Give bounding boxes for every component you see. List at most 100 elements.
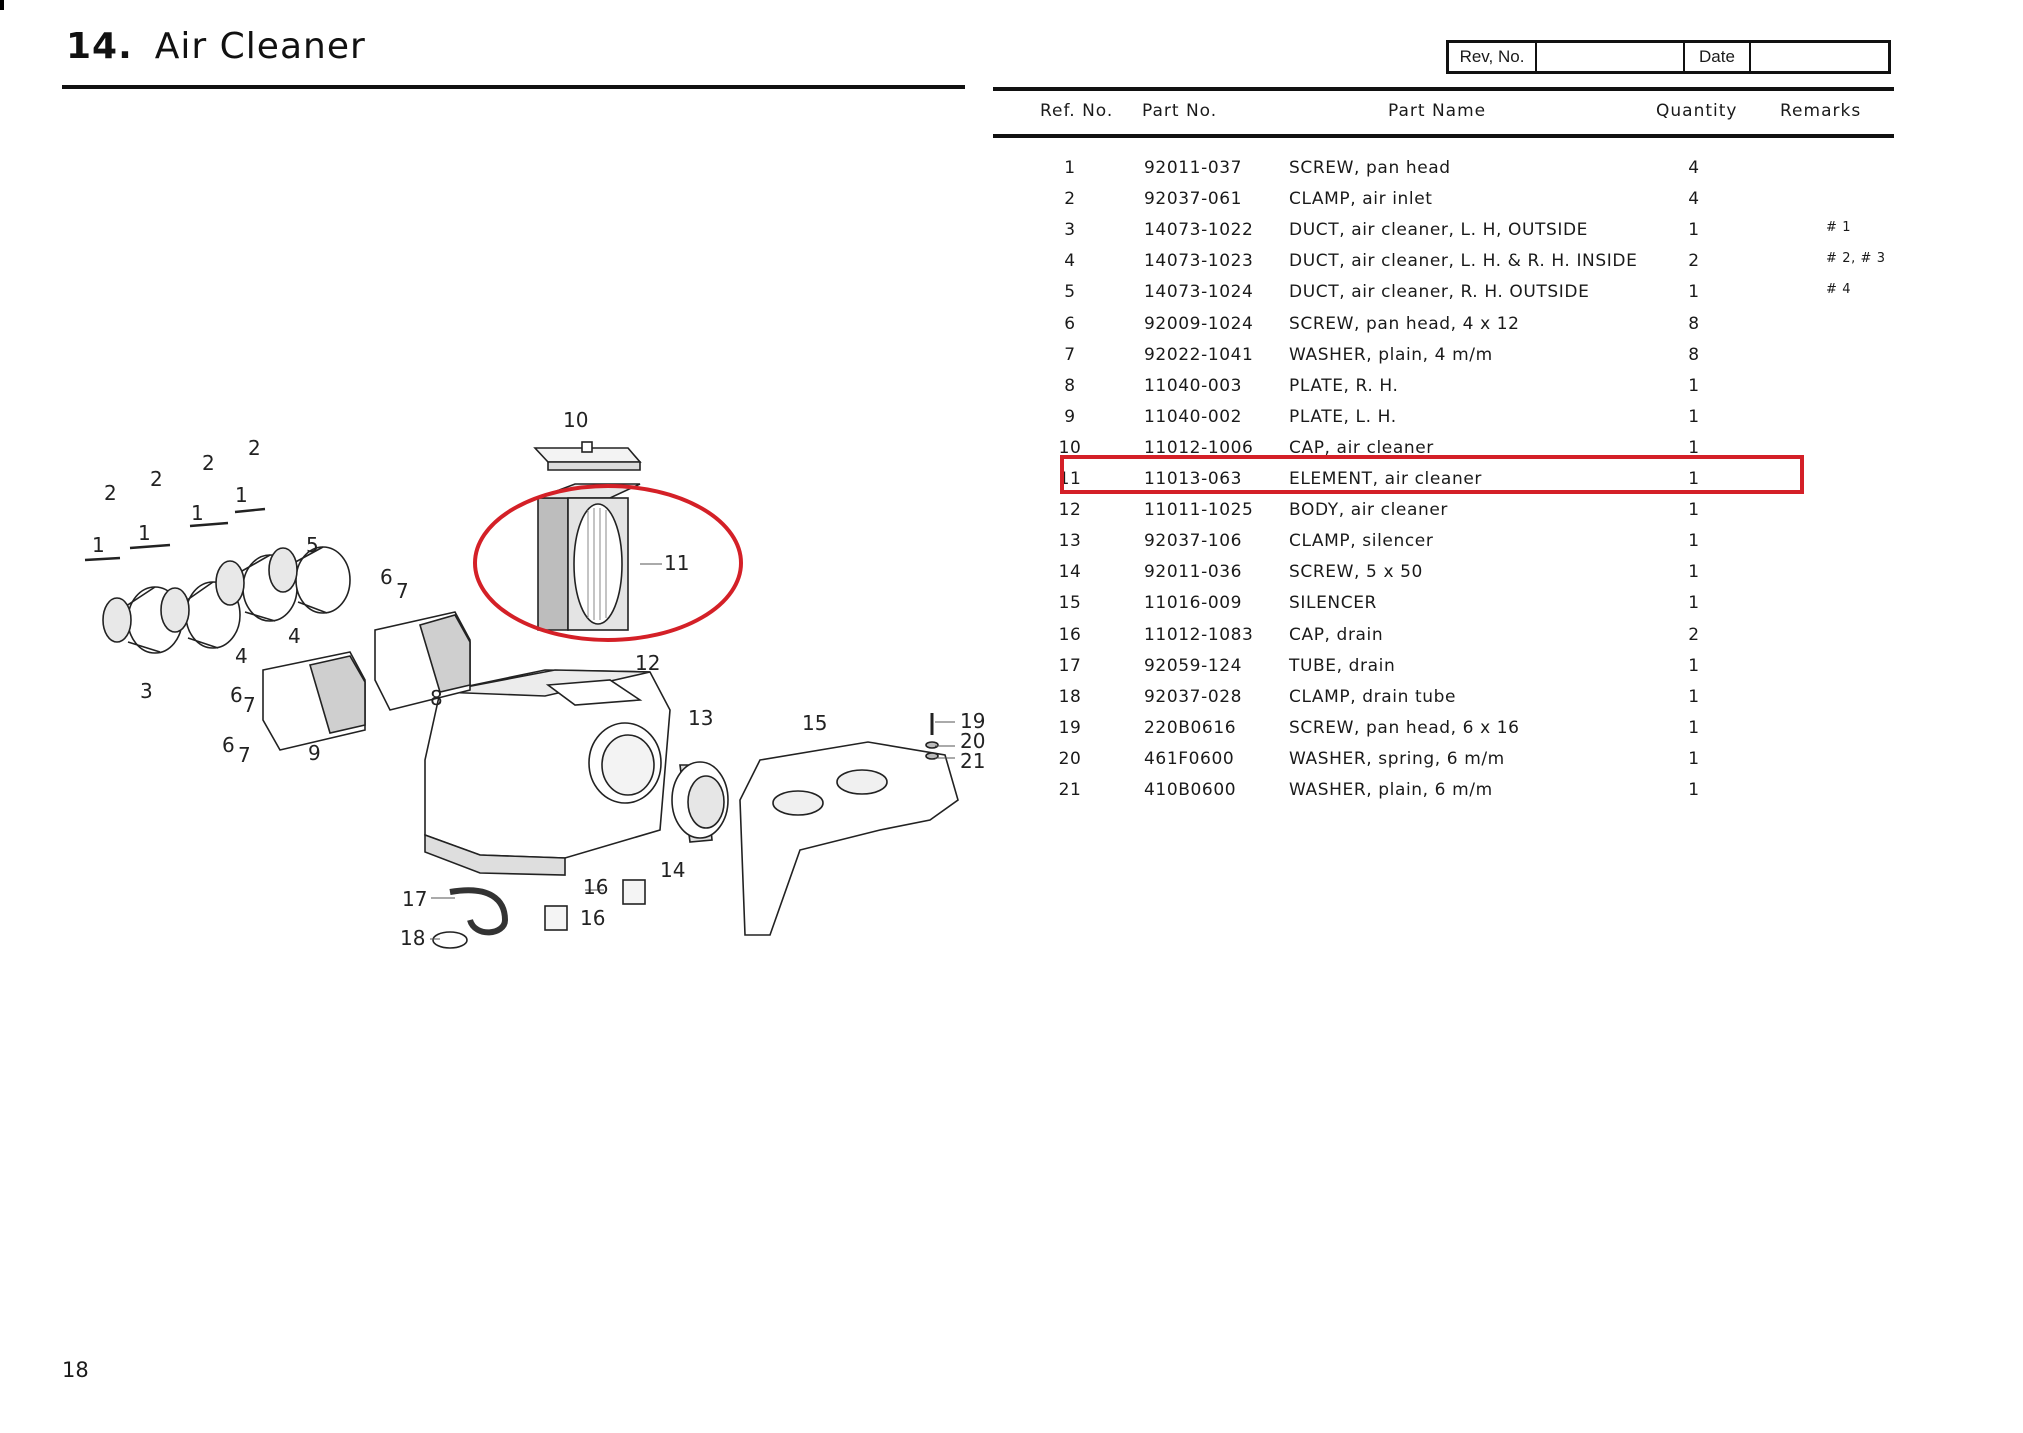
cell-ref-no: 20 — [1058, 749, 1082, 769]
header-ref-no: Ref. No. — [1040, 101, 1114, 121]
page-number: 18 — [62, 1358, 89, 1382]
cell-ref-no: 5 — [1064, 282, 1076, 302]
header-remarks: Remarks — [1780, 101, 1862, 121]
cell-part-no: 11012-1006 — [1144, 438, 1254, 458]
cell-quantity: 1 — [1688, 687, 1700, 707]
callout-label: 3 — [140, 679, 153, 703]
cell-part-name: BODY, air cleaner — [1289, 500, 1448, 520]
cell-part-no: 11040-002 — [1144, 407, 1243, 427]
callout-label: 1 — [191, 501, 204, 525]
cell-part-no: 14073-1024 — [1144, 282, 1254, 302]
cell-ref-no: 4 — [1064, 251, 1076, 271]
callout-label: 20 — [960, 729, 985, 753]
cell-part-name: CLAMP, air inlet — [1289, 189, 1433, 209]
cell-quantity: 8 — [1688, 345, 1700, 365]
cell-part-name: SCREW, pan head — [1289, 158, 1451, 178]
cell-quantity: 1 — [1688, 438, 1700, 458]
callout-label: 6 — [230, 683, 243, 707]
callout-label: 16 — [583, 875, 608, 899]
callout-label: 4 — [235, 644, 248, 668]
cell-quantity: 1 — [1688, 749, 1700, 769]
cell-ref-no: 11 — [1058, 469, 1082, 489]
revision-box: Rev, No. Date — [1446, 40, 1891, 74]
cell-part-no: 11013-063 — [1144, 469, 1243, 489]
table-row: 11 11013-063 ELEMENT, air cleaner 1 — [0, 465, 2023, 496]
callout-label: 13 — [688, 706, 713, 730]
cell-part-no: 92059-124 — [1144, 656, 1243, 676]
cell-part-no: 461F0600 — [1144, 749, 1235, 769]
callout-label: 2 — [248, 436, 261, 460]
header-part-name: Part Name — [1388, 101, 1487, 121]
section-number: 14. — [66, 26, 133, 67]
callout-label: 21 — [960, 749, 985, 773]
date-label: Date — [1685, 43, 1751, 71]
cell-part-no: 92022-1041 — [1144, 345, 1254, 365]
callout-label: 19 — [960, 709, 985, 733]
cell-ref-no: 21 — [1058, 780, 1082, 800]
cell-part-name: DUCT, air cleaner, L. H, OUTSIDE — [1289, 220, 1589, 240]
cell-ref-no: 18 — [1058, 687, 1082, 707]
cell-part-name: PLATE, L. H. — [1289, 407, 1397, 427]
cell-part-name: SILENCER — [1289, 593, 1377, 613]
cell-part-no: 92009-1024 — [1144, 314, 1254, 334]
callout-labels: 1 1 1 1 2 2 2 2 3 4 4 5 6 7 6 7 6 7 8 9 … — [92, 408, 985, 950]
title-divider — [62, 85, 965, 89]
table-top-divider — [993, 87, 1894, 91]
cell-quantity: 1 — [1688, 407, 1700, 427]
cell-quantity: 8 — [1688, 314, 1700, 334]
cell-part-no: 14073-1023 — [1144, 251, 1254, 271]
header-part-no: Part No. — [1142, 101, 1218, 121]
cell-quantity: 4 — [1688, 158, 1700, 178]
callout-label: 2 — [150, 467, 163, 491]
cell-quantity: 1 — [1688, 500, 1700, 520]
header-quantity: Quantity — [1656, 101, 1738, 121]
corner-mark — [0, 0, 4, 10]
cell-ref-no: 2 — [1064, 189, 1076, 209]
cell-part-no: 92011-037 — [1144, 158, 1243, 178]
cell-part-name: SCREW, pan head, 6 x 16 — [1289, 718, 1520, 738]
cell-part-no: 410B0600 — [1144, 780, 1237, 800]
cell-ref-no: 12 — [1058, 500, 1082, 520]
cell-remarks: # 1 — [1826, 220, 1852, 235]
date-value — [1751, 43, 1888, 71]
cell-quantity: 2 — [1688, 625, 1700, 645]
cell-quantity: 2 — [1688, 251, 1700, 271]
rev-label: Rev, No. — [1449, 43, 1537, 71]
exploded-diagram: 1 1 1 1 2 2 2 2 3 4 4 5 6 7 6 7 6 7 8 9 … — [84, 408, 985, 950]
cell-part-no: 92037-061 — [1144, 189, 1243, 209]
cell-part-name: CLAMP, drain tube — [1289, 687, 1457, 707]
callout-label: 18 — [400, 926, 425, 950]
callout-label: 8 — [430, 686, 443, 710]
cell-remarks: # 2, # 3 — [1826, 251, 1886, 266]
cell-ref-no: 14 — [1058, 562, 1082, 582]
callout-label: 4 — [288, 624, 301, 648]
cell-part-name: ELEMENT, air cleaner — [1289, 469, 1482, 489]
cell-quantity: 1 — [1688, 469, 1700, 489]
diagram-linework — [84, 441, 959, 949]
cell-quantity: 1 — [1688, 718, 1700, 738]
cell-ref-no: 1 — [1064, 158, 1076, 178]
cell-quantity: 1 — [1688, 531, 1700, 551]
highlight-box-element-row — [1060, 455, 1804, 494]
cell-ref-no: 8 — [1064, 376, 1076, 396]
table-row: 1 92011-037 SCREW, pan head 4 — [0, 154, 2023, 185]
cell-part-no: 92037-106 — [1144, 531, 1243, 551]
cell-quantity: 1 — [1688, 593, 1700, 613]
callout-label: 7 — [238, 743, 251, 767]
cell-ref-no: 7 — [1064, 345, 1076, 365]
